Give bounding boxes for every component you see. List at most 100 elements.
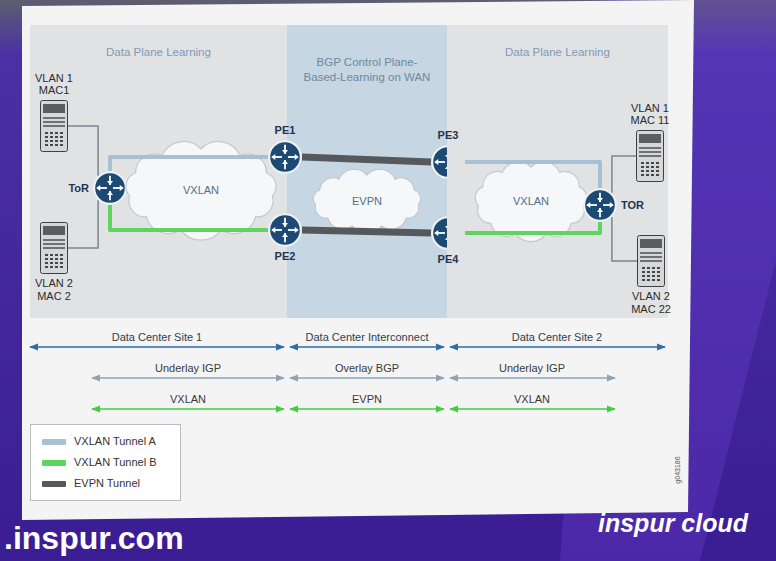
server-slot — [640, 252, 662, 254]
server-vent — [652, 271, 655, 273]
region-title: BGP Control Plane-Based-Learning on WAN — [301, 55, 433, 85]
server-slot — [639, 155, 661, 157]
span-label: Overlay BGP — [335, 362, 399, 375]
region-band: BGP Control Plane-Based-Learning on WANP… — [287, 25, 447, 318]
router-arrow-head — [434, 230, 438, 236]
router-arrow-head — [271, 227, 275, 233]
server-node: VLAN 2 MAC 2 — [40, 222, 68, 274]
router-disc — [94, 172, 126, 204]
server-vent — [60, 140, 63, 142]
legend-swatch — [42, 460, 66, 466]
legend-box — [31, 425, 181, 501]
server-vent — [50, 144, 53, 146]
server-vent — [657, 271, 660, 273]
server-label: VLAN 2 MAC 22 — [623, 290, 679, 315]
server-vent — [45, 136, 48, 138]
span-arrow — [92, 408, 284, 410]
server-vent — [60, 132, 63, 134]
span-arrow — [450, 377, 615, 379]
server-vent — [656, 162, 659, 164]
router-arrow-head — [96, 185, 100, 191]
vxlan-tunnel — [110, 157, 268, 171]
legend-text: VXLAN Tunnel B — [74, 456, 157, 468]
server-node: VLAN 2 MAC 22 — [637, 235, 665, 287]
server-vent — [651, 166, 654, 168]
server-vent — [55, 254, 58, 256]
server-vent — [642, 267, 645, 269]
server-vent — [647, 279, 650, 281]
server-vent — [50, 258, 53, 260]
server-vent — [60, 266, 63, 268]
server-vent — [651, 170, 654, 172]
server-panel — [639, 134, 661, 143]
router-arrow-head — [295, 154, 299, 160]
server-vent — [657, 279, 660, 281]
region-band: Data Plane LearningVLAN 1 MAC1VLAN 2 MAC… — [30, 25, 287, 318]
router-arrow-head — [282, 223, 288, 227]
span-label: Underlay IGP — [155, 362, 221, 375]
server-vent — [50, 262, 53, 264]
network-cloud: EVPN — [304, 164, 430, 238]
server-vent — [50, 132, 53, 134]
server-vent — [656, 170, 659, 172]
server-label: VLAN 2 MAC 2 — [26, 277, 82, 302]
cloud-outline — [313, 169, 420, 233]
server-vent — [45, 140, 48, 142]
server-slot — [640, 260, 662, 262]
server-vent — [656, 166, 659, 168]
network-cloud: VXLAN — [467, 156, 595, 246]
server-panel — [43, 226, 65, 235]
access-link — [612, 156, 636, 193]
server-slot — [43, 117, 65, 119]
server-vent — [642, 279, 645, 281]
server-vent — [60, 258, 63, 260]
router-node: PE1 — [268, 140, 302, 174]
cloud-label: VXLAN — [183, 184, 219, 196]
server-vent — [647, 275, 650, 277]
server-slot — [43, 247, 65, 249]
server-vent — [60, 136, 63, 138]
router-arrow-head — [586, 202, 590, 208]
server-vent — [55, 132, 58, 134]
router-node: TOR — [583, 188, 617, 222]
legend-text: VXLAN Tunnel A — [74, 435, 156, 447]
span-arrow — [290, 346, 444, 348]
server-vent — [647, 271, 650, 273]
server-body — [41, 223, 68, 274]
legend-swatch — [42, 439, 66, 445]
cloud-outline — [475, 162, 586, 242]
server-vent — [646, 170, 649, 172]
server-icon — [40, 100, 68, 152]
server-slot — [43, 239, 65, 241]
router-arrow-head — [107, 191, 113, 195]
router-node: PE2 — [268, 213, 302, 247]
router-arrow-head — [107, 181, 113, 185]
server-vent — [642, 271, 645, 273]
router-arrow-head — [282, 150, 288, 154]
server-panel — [43, 104, 65, 113]
evpn-tunnel — [302, 157, 431, 162]
figure-code: g043186 — [674, 456, 682, 483]
server-vent — [55, 262, 58, 264]
server-vent — [657, 267, 660, 269]
server-vent — [651, 174, 654, 176]
router-label: PE4 — [438, 253, 459, 266]
legend-swatch — [42, 481, 66, 487]
router-arrow-head — [271, 154, 275, 160]
region-band: Data Plane LearningVXLANTORVLAN 1 MAC 11… — [447, 25, 668, 318]
span-arrow — [290, 377, 444, 379]
server-vent — [45, 132, 48, 134]
router-arrow-head — [597, 208, 603, 212]
router-label: PE1 — [275, 124, 296, 137]
server-vent — [656, 174, 659, 176]
router-arrow-head — [120, 185, 124, 191]
server-vent — [45, 144, 48, 146]
server-icon — [40, 222, 68, 274]
slide — [22, 0, 694, 520]
server-vent — [45, 254, 48, 256]
network-cloud: VXLAN — [118, 138, 284, 242]
server-vent — [45, 266, 48, 268]
server-slot — [639, 147, 661, 149]
server-vent — [50, 254, 53, 256]
